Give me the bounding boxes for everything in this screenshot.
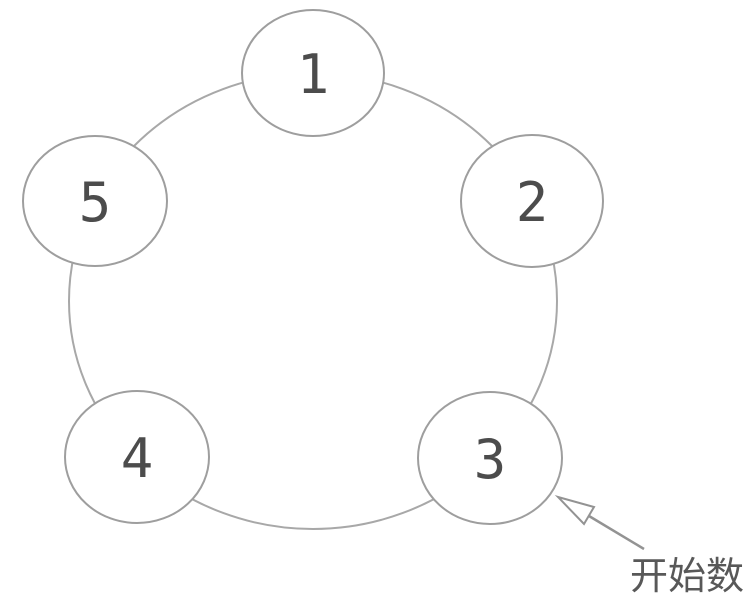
start-annotation-arrow xyxy=(554,495,645,551)
node-3: 3 xyxy=(417,391,563,525)
node-4: 4 xyxy=(64,390,210,524)
node-4-label: 4 xyxy=(121,427,154,490)
node-3-circle xyxy=(417,391,563,525)
node-5-circle xyxy=(22,135,168,267)
node-1: 1 xyxy=(241,9,385,137)
node-2-circle xyxy=(460,134,604,268)
start-annotation-label: 开始数 xyxy=(630,554,744,598)
node-1-label: 1 xyxy=(297,43,330,106)
node-2: 2 xyxy=(460,134,604,268)
node-5: 5 xyxy=(22,135,168,267)
node-4-circle xyxy=(64,390,210,524)
node-1-circle xyxy=(241,9,385,137)
node-5-label: 5 xyxy=(79,171,112,234)
node-2-label: 2 xyxy=(516,171,549,234)
arrow-shaft xyxy=(588,514,645,551)
arrow-head-icon xyxy=(554,495,596,526)
node-3-label: 3 xyxy=(474,428,507,491)
